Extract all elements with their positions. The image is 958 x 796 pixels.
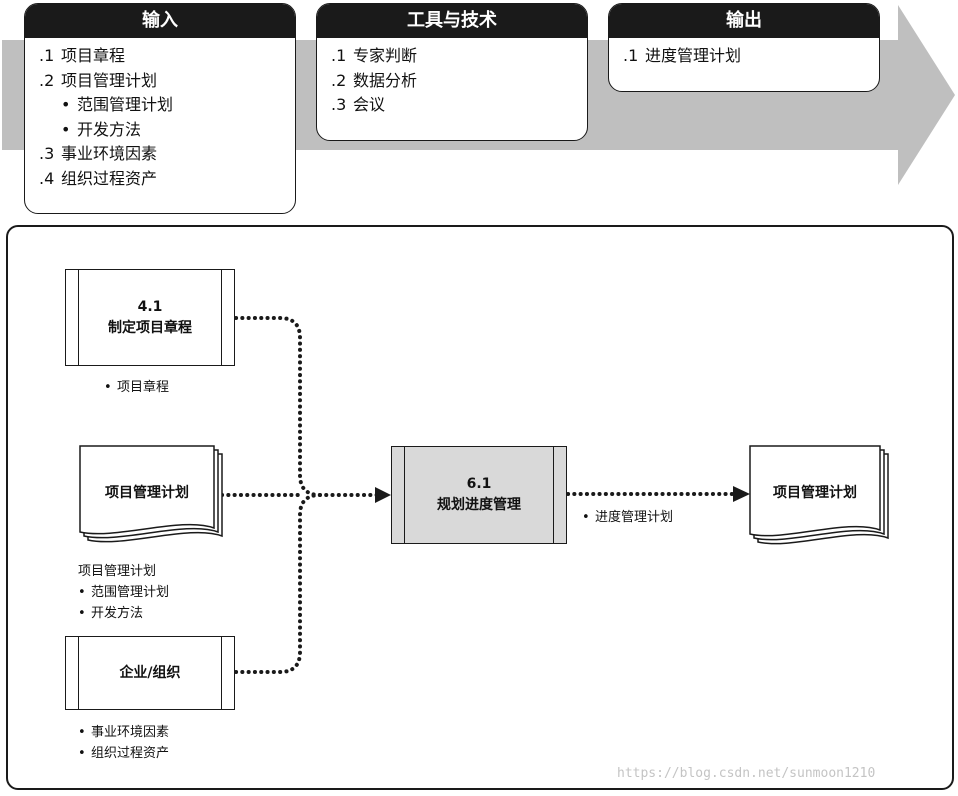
list-item: •事业环境因素 xyxy=(78,725,170,740)
main-process-name: 规划进度管理 xyxy=(437,497,521,513)
watermark-url: https://blog.csdn.net/sunmoon1210 xyxy=(617,766,876,781)
charter-process-id: 4.1 xyxy=(137,298,163,315)
list-item: •组织过程资产 xyxy=(78,746,170,761)
output-document-icon xyxy=(749,445,889,545)
arrowhead-into-process xyxy=(375,487,391,503)
tools-header: 工具与技术 xyxy=(317,4,587,38)
inputs-header: 输入 xyxy=(25,4,295,38)
main-process-id: 6.1 xyxy=(466,476,492,492)
pm-plan-notes: 项目管理计划 •范围管理计划 •开发方法 xyxy=(78,561,169,624)
output-document-label: 项目管理计划 xyxy=(773,485,857,501)
data-flow-panel xyxy=(6,225,954,790)
pm-plan-document-icon xyxy=(79,445,223,543)
list-item: •范围管理计划 xyxy=(78,585,170,600)
pm-plan-notes-title: 项目管理计划 xyxy=(78,564,157,579)
outputs-header: 输出 xyxy=(609,4,879,38)
arrowhead-into-output xyxy=(733,486,750,502)
flow-charter-to-process xyxy=(234,316,380,497)
charter-process-box: 4.1 制定项目章程 xyxy=(65,269,235,366)
charter-notes: •项目章程 xyxy=(104,380,170,395)
list-item: •开发方法 xyxy=(61,119,142,139)
list-item: •范围管理计划 xyxy=(61,95,174,114)
charter-process-name: 制定项目章程 xyxy=(108,319,192,336)
enterprise-label: 企业/组织 xyxy=(119,664,181,681)
pm-plan-document-label: 项目管理计划 xyxy=(105,485,189,501)
list-item: •开发方法 xyxy=(78,606,144,621)
flow-enterprise-to-process xyxy=(234,493,322,674)
main-process-box: 6.1 规划进度管理 xyxy=(391,446,567,544)
output-note: •进度管理计划 xyxy=(582,510,674,525)
enterprise-box: 企业/组织 xyxy=(65,636,235,710)
enterprise-notes: •事业环境因素 •组织过程资产 xyxy=(78,722,169,764)
